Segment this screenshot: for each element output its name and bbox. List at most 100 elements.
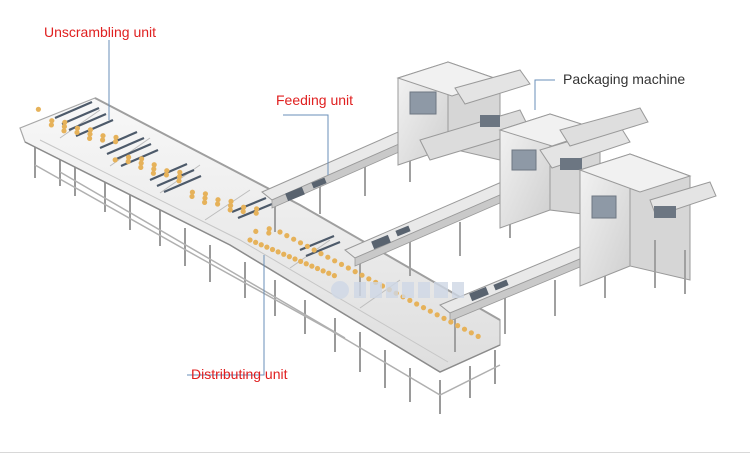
product-dot xyxy=(275,249,281,255)
product-dot xyxy=(266,230,272,236)
product-dot xyxy=(240,208,246,215)
product-dot xyxy=(151,166,157,172)
product-dot xyxy=(475,333,481,339)
product-dot xyxy=(112,157,118,163)
product-dot xyxy=(62,119,68,125)
product-dot xyxy=(325,254,331,260)
product-dot xyxy=(227,207,233,213)
product-dot xyxy=(176,173,182,180)
product-dot xyxy=(266,226,272,232)
product-dot xyxy=(407,297,413,303)
product-dot xyxy=(314,265,321,272)
product-dot xyxy=(164,168,170,174)
product-dot xyxy=(318,251,324,257)
product-dot xyxy=(455,323,461,329)
product-dot xyxy=(414,301,420,307)
leader-feeding xyxy=(283,114,329,175)
product-dot xyxy=(264,244,270,250)
product-dot xyxy=(61,123,67,130)
product-dot xyxy=(49,118,55,124)
product-dot xyxy=(297,240,304,246)
bottom-divider xyxy=(0,452,750,453)
product-dot xyxy=(311,247,317,253)
product-dot xyxy=(304,243,310,249)
product-dot xyxy=(320,268,326,274)
product-dot xyxy=(139,156,145,162)
product-dot xyxy=(427,308,433,314)
packaging-line-1 xyxy=(261,61,531,232)
product-dot xyxy=(100,137,106,143)
product-dot xyxy=(228,203,234,209)
product-dot xyxy=(448,319,454,325)
product-dot xyxy=(48,122,55,128)
product-dot xyxy=(151,162,157,168)
product-dot xyxy=(441,315,447,321)
label-feeding-unit: Feeding unit xyxy=(276,92,354,108)
product-dot xyxy=(298,258,304,264)
product-dot xyxy=(277,229,283,235)
product-dot xyxy=(61,128,67,134)
product-dot xyxy=(359,272,365,278)
product-dot xyxy=(87,127,93,133)
product-dot xyxy=(254,206,260,212)
feeding-unit-mechanisms xyxy=(285,177,509,302)
product-dot xyxy=(352,269,358,275)
product-dot xyxy=(461,326,468,332)
product-dot xyxy=(113,134,119,140)
product-dot xyxy=(176,178,182,184)
product-dot xyxy=(87,131,93,137)
product-dot xyxy=(163,172,169,178)
packaging-line-3 xyxy=(439,153,717,352)
product-dot xyxy=(87,135,93,141)
product-dot xyxy=(125,158,131,165)
product-dot xyxy=(253,228,259,235)
product-dot xyxy=(291,236,297,242)
product-dot xyxy=(150,170,156,176)
product-dot xyxy=(202,199,208,205)
product-dot xyxy=(286,254,292,260)
packaging-line-2 xyxy=(344,107,649,296)
product-dot xyxy=(228,198,234,204)
product-dot xyxy=(202,195,208,201)
product-dot xyxy=(202,191,208,197)
product-dot xyxy=(326,270,332,276)
unscrambling-guides xyxy=(54,100,341,258)
label-distributing-unit: Distributing unit xyxy=(191,366,288,382)
product-dot xyxy=(126,154,132,160)
product-dot xyxy=(100,133,106,139)
product-dot xyxy=(74,125,80,131)
product-dot xyxy=(138,164,144,171)
product-dot xyxy=(284,233,290,239)
leader-lines xyxy=(108,40,555,376)
product-dot xyxy=(247,237,253,243)
product-dot xyxy=(253,239,259,245)
label-packaging-machine: Packaging machine xyxy=(563,71,686,87)
product-dot xyxy=(113,139,119,145)
product-dot xyxy=(258,242,264,248)
product-dot xyxy=(138,160,144,166)
product-dot xyxy=(468,330,474,336)
product-dot xyxy=(331,273,337,279)
product-dot xyxy=(253,210,259,216)
product-dot xyxy=(332,258,338,264)
product-dot xyxy=(215,197,221,203)
product-dot xyxy=(215,201,221,207)
product-dot xyxy=(366,276,372,282)
leader-packaging xyxy=(534,79,555,110)
product-dot xyxy=(303,261,309,267)
product-dot xyxy=(189,193,195,200)
product-dot xyxy=(35,106,42,112)
product-dot xyxy=(189,189,195,195)
product-dot xyxy=(338,261,345,267)
product-dot xyxy=(434,312,440,318)
product-dot xyxy=(269,246,276,253)
product-dot xyxy=(292,256,298,262)
watermark-logo xyxy=(331,281,464,299)
product-dot xyxy=(345,265,351,271)
product-dot xyxy=(177,169,183,175)
leader-distributing xyxy=(187,255,265,376)
product-dot xyxy=(281,251,287,257)
label-unscrambling-unit: Unscrambling unit xyxy=(44,24,157,40)
product-dot xyxy=(420,305,427,311)
